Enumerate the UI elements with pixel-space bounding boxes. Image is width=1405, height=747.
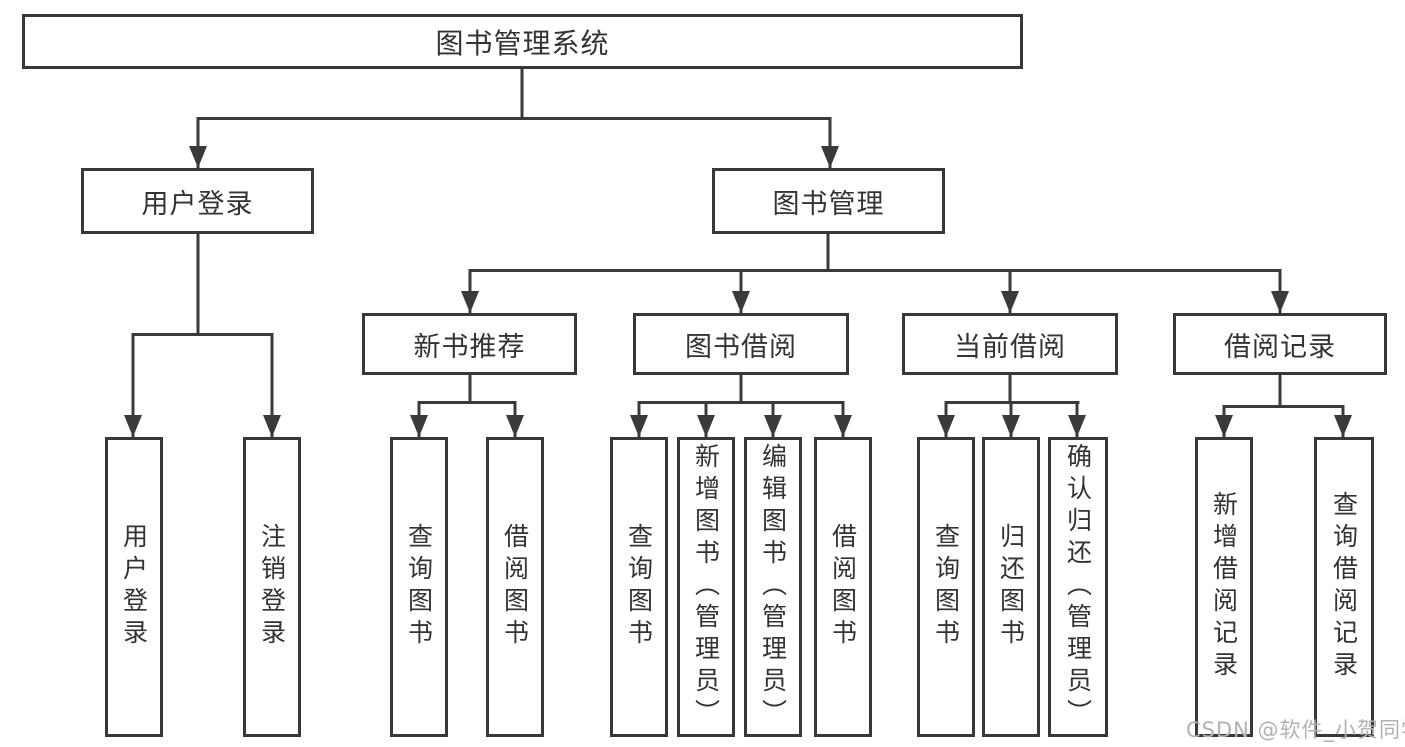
node-label: 查询借阅记录 bbox=[1329, 491, 1359, 683]
node-book-borrow: 图书借阅 bbox=[633, 313, 849, 375]
leaf-add-borrow-record: 新增借阅记录 bbox=[1195, 437, 1253, 737]
node-label: 归还图书 bbox=[996, 523, 1026, 651]
connector-borrow-records-branch bbox=[1215, 375, 1352, 437]
leaf-query-books-recommend: 查询图书 bbox=[390, 437, 448, 737]
node-new-book-recommend: 新书推荐 bbox=[362, 313, 577, 375]
leaf-logout: 注销登录 bbox=[243, 437, 301, 737]
connector-user-login-branch bbox=[124, 234, 281, 437]
node-label: 借阅图书 bbox=[500, 523, 530, 651]
leaf-confirm-return-admin: 确认归还（管理员） bbox=[1048, 437, 1108, 737]
node-label: 注销登录 bbox=[257, 523, 287, 651]
node-label: 查询图书 bbox=[624, 523, 654, 651]
csdn-watermark: CSDN @软件_小贺同学 bbox=[1186, 718, 1405, 742]
node-label: 图书借阅 bbox=[685, 331, 797, 363]
node-label: 新增借阅记录 bbox=[1209, 491, 1239, 683]
node-label: 当前借阅 bbox=[954, 331, 1066, 363]
leaf-borrow-books-recommend: 借阅图书 bbox=[486, 437, 544, 737]
leaf-add-book-admin: 新增图书（管理员） bbox=[677, 437, 735, 737]
node-label: 图书管理 bbox=[772, 188, 885, 220]
connector-book-borrow-branch bbox=[630, 375, 852, 437]
node-label: 借阅记录 bbox=[1224, 331, 1336, 363]
node-borrow-records: 借阅记录 bbox=[1173, 313, 1387, 375]
node-label: 确认归还（管理员） bbox=[1063, 443, 1093, 731]
node-label: 查询图书 bbox=[931, 523, 961, 651]
leaf-query-borrow-record: 查询借阅记录 bbox=[1314, 437, 1374, 737]
node-label: 新增图书（管理员） bbox=[691, 443, 721, 731]
leaf-borrow-books: 借阅图书 bbox=[814, 437, 872, 737]
leaf-query-books-current: 查询图书 bbox=[917, 437, 975, 737]
node-current-borrow: 当前借阅 bbox=[902, 313, 1118, 375]
connector-current-borrow-branch bbox=[937, 375, 1086, 437]
leaf-user-login: 用户登录 bbox=[105, 437, 163, 737]
connector-root-to-level2 bbox=[189, 69, 839, 168]
node-label: 新书推荐 bbox=[413, 331, 526, 363]
node-label: 借阅图书 bbox=[828, 523, 858, 651]
leaf-query-books-borrow: 查询图书 bbox=[610, 437, 668, 737]
node-label: 用户登录 bbox=[141, 188, 254, 220]
node-label: 用户登录 bbox=[119, 523, 149, 651]
node-user-login: 用户登录 bbox=[81, 168, 314, 234]
node-book-management: 图书管理 bbox=[712, 168, 945, 234]
leaf-edit-book-admin: 编辑图书（管理员） bbox=[744, 437, 802, 737]
node-label: 图书管理系统 bbox=[435, 26, 610, 60]
leaf-return-book: 归还图书 bbox=[982, 437, 1040, 737]
node-label: 编辑图书（管理员） bbox=[758, 443, 788, 731]
connector-book-management-branch bbox=[461, 234, 1289, 313]
connector-new-book-recommend-branch bbox=[410, 375, 524, 437]
node-root-system: 图书管理系统 bbox=[22, 14, 1023, 69]
node-label: 查询图书 bbox=[404, 523, 434, 651]
